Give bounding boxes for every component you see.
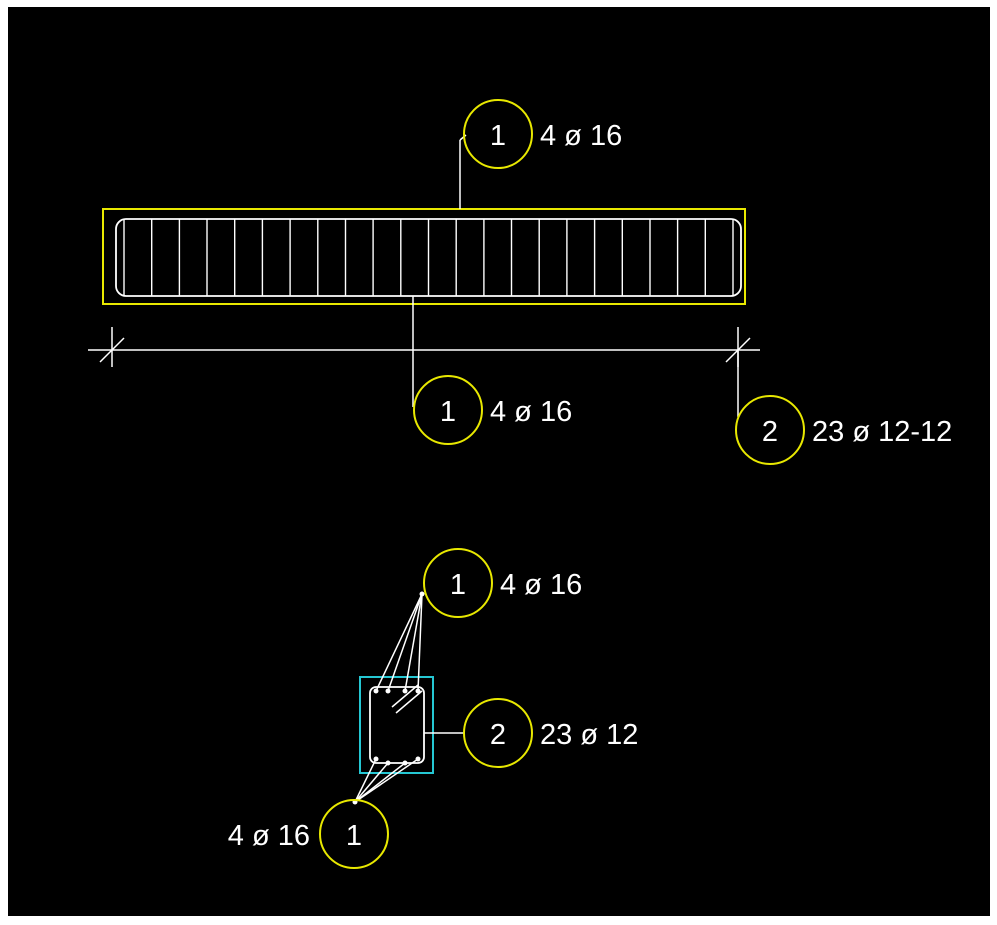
elevation-top-bar-mark: 1 4 ø 16	[459, 99, 622, 209]
mark-number: 1	[450, 569, 466, 601]
mark-number: 2	[490, 719, 506, 751]
leader-line	[354, 758, 377, 803]
mark-bubble	[463, 99, 533, 169]
leader-line	[417, 593, 423, 692]
stirrup-lines	[123, 219, 734, 296]
mark-label: 4 ø 16	[540, 120, 622, 152]
rebar-drawing: 1 4 ø 16 1 4 ø 16 2 23 ø 12-12	[88, 99, 952, 869]
leader-line	[354, 762, 389, 803]
section-top-bar-mark: 1 4 ø 16	[375, 548, 582, 692]
mark-bubble	[463, 698, 533, 768]
beam-cross-section: 1 4 ø 16 2 23 ø 12 1 4 ø 16	[228, 548, 638, 869]
mark-label: 23 ø 12	[540, 719, 638, 751]
mark-bubble	[423, 548, 493, 618]
section-bottom-bar-mark: 1 4 ø 16	[228, 758, 419, 869]
mark-number: 2	[762, 416, 778, 448]
beam-elevation: 1 4 ø 16 1 4 ø 16 2 23 ø 12-12	[88, 99, 952, 465]
dimension-tick-left	[99, 337, 125, 363]
mark-label: 4 ø 16	[228, 820, 310, 852]
dimension-line	[88, 327, 760, 367]
mark-label: 4 ø 16	[490, 396, 572, 428]
mark-bubble	[413, 375, 483, 445]
section-stirrup	[369, 686, 425, 764]
leader-line	[375, 593, 423, 692]
mark-bubble	[735, 395, 805, 465]
mark-label: 4 ø 16	[500, 569, 582, 601]
drawing-canvas: 1 4 ø 16 1 4 ø 16 2 23 ø 12-12	[8, 7, 990, 916]
leader-line	[354, 758, 419, 803]
mark-number: 1	[440, 396, 456, 428]
mark-bubble	[319, 799, 389, 869]
elevation-bottom-bar-mark: 1 4 ø 16	[412, 296, 572, 445]
leader-line	[387, 593, 423, 692]
beam-outline	[102, 208, 746, 305]
stirrup-hook	[391, 684, 419, 708]
mark-number: 1	[346, 820, 362, 852]
mark-number: 1	[490, 120, 506, 152]
leader-line	[404, 593, 423, 692]
mark-label: 23 ø 12-12	[812, 416, 952, 448]
section-stirrup-mark: 2 23 ø 12	[424, 698, 638, 768]
leader-node	[419, 591, 425, 597]
elevation-stirrup-mark: 2 23 ø 12-12	[735, 350, 952, 465]
stirrup-hook	[395, 690, 423, 714]
